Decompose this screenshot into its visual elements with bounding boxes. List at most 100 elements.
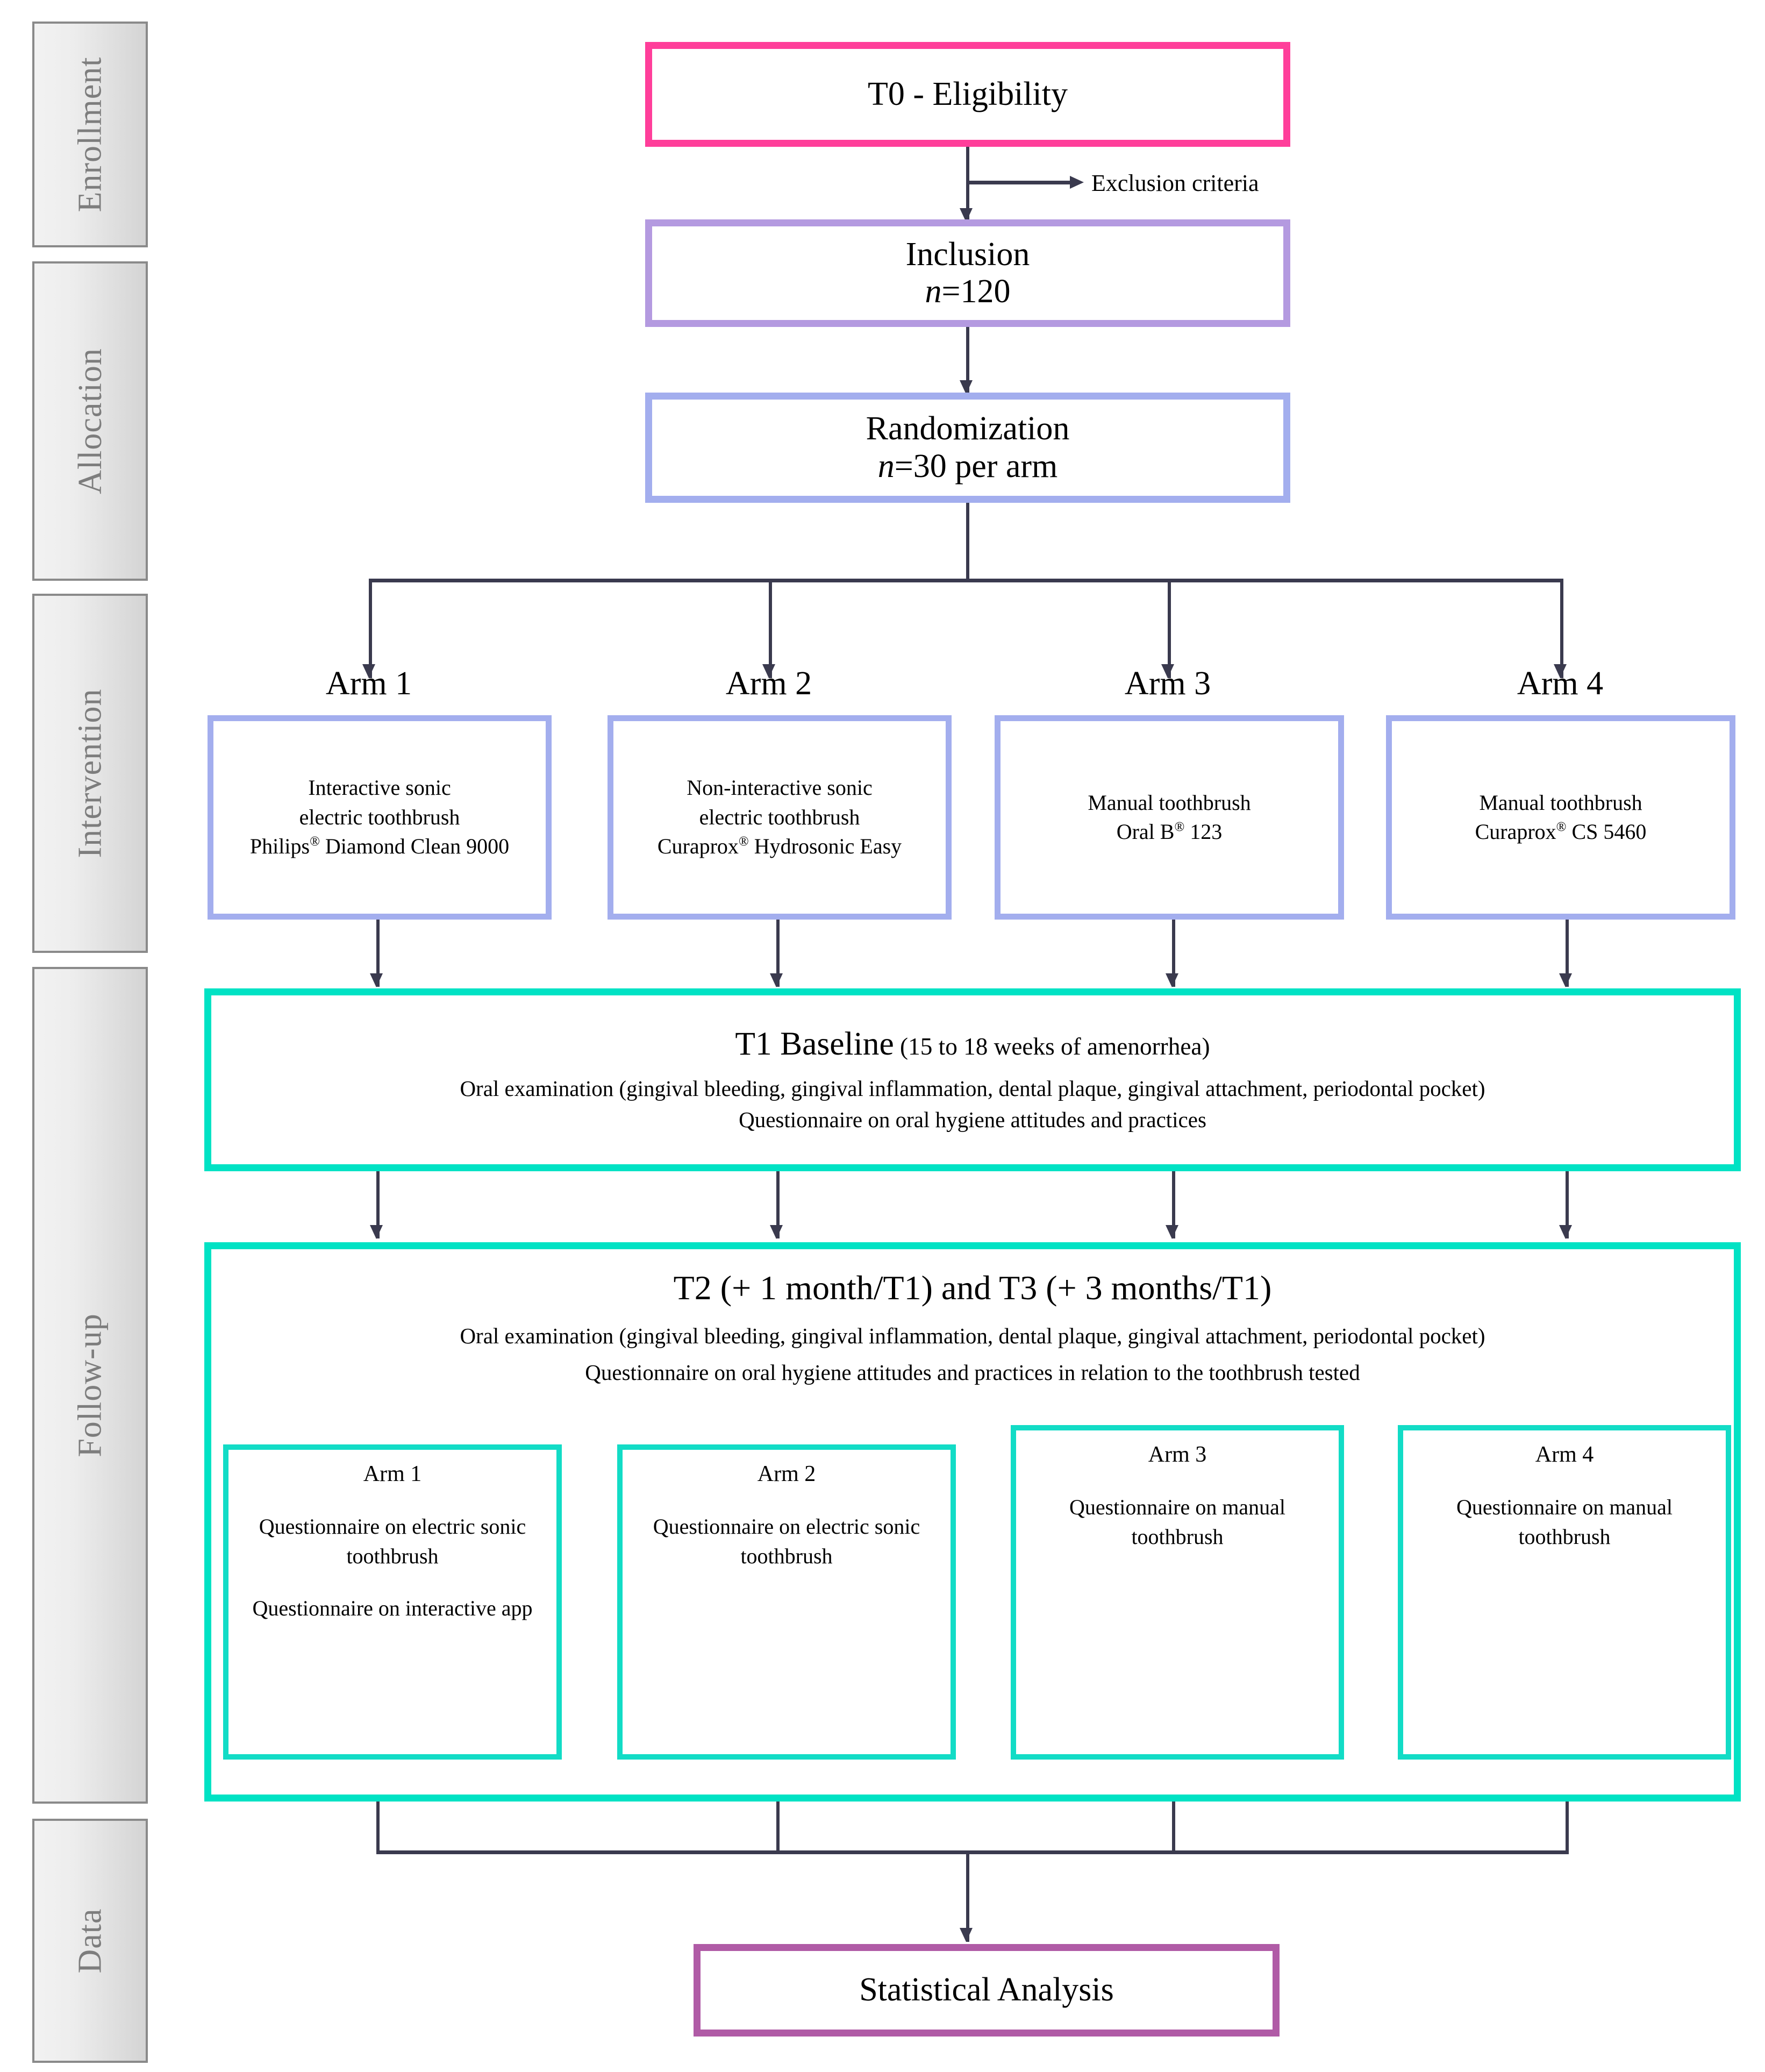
phase-label-allocation: Allocation [72,348,109,494]
connector-bus-to-arm-4 [1560,579,1563,678]
baseline-line-1: Oral examination (gingival bleeding, gin… [460,1076,1485,1101]
connector-baseline-to-followup-3 [1172,1171,1175,1238]
intervention-arm-4-brand-model: CS 5460 [1566,820,1647,844]
followup-arm-3-item-1: Questionnaire on manual toothbrush [1069,1494,1286,1549]
randomization-title: Randomization [866,410,1070,447]
intervention-arm-4-brand-name: Curaprox [1475,820,1556,844]
arm-caption-3-text: Arm 3 [1124,665,1211,702]
followup-arm-box-1[interactable]: Arm 1 Questionnaire on electric sonic to… [223,1444,562,1760]
randomization-sample-size: n=30 per arm [878,448,1058,485]
intervention-arm-1-brand-name: Philips [249,834,310,859]
connector-arm-1-to-baseline [376,920,380,987]
arrowhead-statistics [960,1928,973,1942]
connector-bus-to-statistics [966,1850,969,1942]
eligibility-title: T0 - Eligibility [868,75,1068,112]
arrowhead-arm-3 [1161,664,1174,678]
followup-arm-box-4[interactable]: Arm 4 Questionnaire on manual toothbrush [1398,1425,1731,1760]
intervention-arm-3-line-1: Manual toothbrush [1088,790,1251,815]
eligibility-box[interactable]: T0 - Eligibility [645,42,1290,147]
registered-trademark-icon: ® [1556,820,1567,835]
intervention-arm-2-brand-model: Hydrosonic Easy [748,834,902,859]
arrowhead-baseline-4 [1559,973,1572,987]
intervention-arm-3-brand-name: Oral B [1116,820,1175,844]
followup-title: T2 (+ 1 month/T1) and T3 (+ 3 months/T1) [673,1269,1272,1307]
inclusion-n-symbol: n [925,273,942,310]
followup-arm-box-2[interactable]: Arm 2 Questionnaire on electric sonic to… [617,1444,956,1760]
connector-followup-drop-1 [376,1802,380,1854]
registered-trademark-icon: ® [1174,820,1185,835]
arrowhead-arm-4 [1554,664,1567,678]
intervention-arm-3-brand: Oral B® 123 [1117,817,1223,846]
baseline-line-2: Questionnaire on oral hygiene attitudes … [739,1107,1206,1133]
connector-bus-to-arm-3 [1168,579,1171,678]
intervention-arm-4-line-1: Manual toothbrush [1479,790,1642,815]
followup-arm-3-caption: Arm 3 [1148,1442,1207,1467]
intervention-arm-1-line-1: Interactive sonic [308,775,451,800]
registered-trademark-icon: ® [310,834,320,849]
arrowhead-baseline-3 [1166,973,1178,987]
statistics-box[interactable]: Statistical Analysis [694,1944,1280,2037]
exclusion-criteria-label: Exclusion criteria [1091,170,1259,196]
followup-arm-2-caption: Arm 2 [757,1462,816,1486]
randomization-box[interactable]: Randomization n=30 per arm [645,393,1290,503]
intervention-arm-3-brand-model: 123 [1184,820,1223,844]
arrowhead-baseline-1 [370,973,383,987]
phase-label-intervention: Intervention [72,688,109,858]
connector-exclusion-branch [966,181,1074,184]
connector-inclusion-to-randomization [966,327,969,394]
intervention-arm-2-brand: Curaprox® Hydrosonic Easy [658,832,902,861]
phase-band-follow-up: Follow-up [32,967,148,1804]
arrowhead-randomization [960,380,973,394]
arm-caption-2-text: Arm 2 [725,665,812,702]
arrowhead-followup-1 [370,1225,383,1239]
arm-caption-2: Arm 2 [608,667,930,700]
intervention-arm-2-line-1: Non-interactive sonic [687,775,873,800]
inclusion-box[interactable]: Inclusion n=120 [645,219,1290,327]
arm-caption-1: Arm 1 [208,667,530,700]
registered-trademark-icon: ® [738,834,749,849]
connector-followup-drop-2 [776,1802,780,1854]
intervention-box-arm-2[interactable]: Non-interactive sonic electric toothbrus… [608,715,952,920]
phase-band-data: Data [32,1819,148,2063]
arm-caption-4: Arm 4 [1399,667,1721,700]
intervention-arm-2-line-2: electric toothbrush [699,804,860,829]
followup-arm-1-item-2: Questionnaire on interactive app [252,1596,533,1620]
baseline-box[interactable]: T1 Baseline (15 to 18 weeks of amenorrhe… [204,988,1741,1171]
followup-line-1: Oral examination (gingival bleeding, gin… [460,1323,1485,1348]
intervention-box-arm-4[interactable]: Manual toothbrush Curaprox® CS 5460 [1386,715,1735,920]
connector-followup-drop-4 [1566,1802,1569,1854]
followup-arm-1-caption: Arm 1 [363,1462,422,1486]
connector-baseline-to-followup-4 [1566,1171,1569,1238]
baseline-title-main: T1 Baseline [735,1025,894,1062]
connector-arm-4-to-baseline [1566,920,1569,987]
phase-label-data: Data [72,1908,109,1974]
intervention-arm-1-line-2: electric toothbrush [299,804,460,829]
followup-arm-4-item-1: Questionnaire on manual toothbrush [1456,1494,1673,1549]
connector-arm-3-to-baseline [1172,920,1175,987]
connector-randomization-stem [966,503,969,581]
arrowhead-arm-1 [362,664,375,678]
arrowhead-followup-4 [1559,1225,1572,1239]
followup-arm-box-3[interactable]: Arm 3 Questionnaire on manual toothbrush [1011,1425,1344,1760]
followup-arm-2-item-1: Questionnaire on electric sonic toothbru… [653,1514,920,1568]
phase-band-enrollment: Enrollment [32,22,148,247]
followup-arm-1-item-1: Questionnaire on electric sonic toothbru… [259,1514,526,1568]
phase-band-allocation: Allocation [32,261,148,581]
arrowhead-baseline-2 [770,973,783,987]
phase-band-intervention: Intervention [32,594,148,953]
followup-arm-4-caption: Arm 4 [1535,1442,1594,1467]
intervention-box-arm-1[interactable]: Interactive sonic electric toothbrush Ph… [208,715,552,920]
connector-bus-to-arm-1 [369,579,372,678]
connector-arm-2-to-baseline [776,920,780,987]
phase-label-follow-up: Follow-up [72,1313,109,1457]
connector-followup-drop-3 [1172,1802,1175,1854]
arrowhead-followup-2 [770,1225,783,1239]
arm-caption-4-text: Arm 4 [1517,665,1604,702]
intervention-arm-4-brand: Curaprox® CS 5460 [1475,817,1647,846]
intervention-arm-1-brand: Philips® Diamond Clean 9000 [250,832,509,861]
connector-randomization-bus [369,579,1563,582]
inclusion-sample-size: n=120 [925,273,1011,310]
randomization-n-value: =30 per arm [894,447,1058,485]
inclusion-title: Inclusion [905,236,1030,273]
intervention-box-arm-3[interactable]: Manual toothbrush Oral B® 123 [995,715,1344,920]
